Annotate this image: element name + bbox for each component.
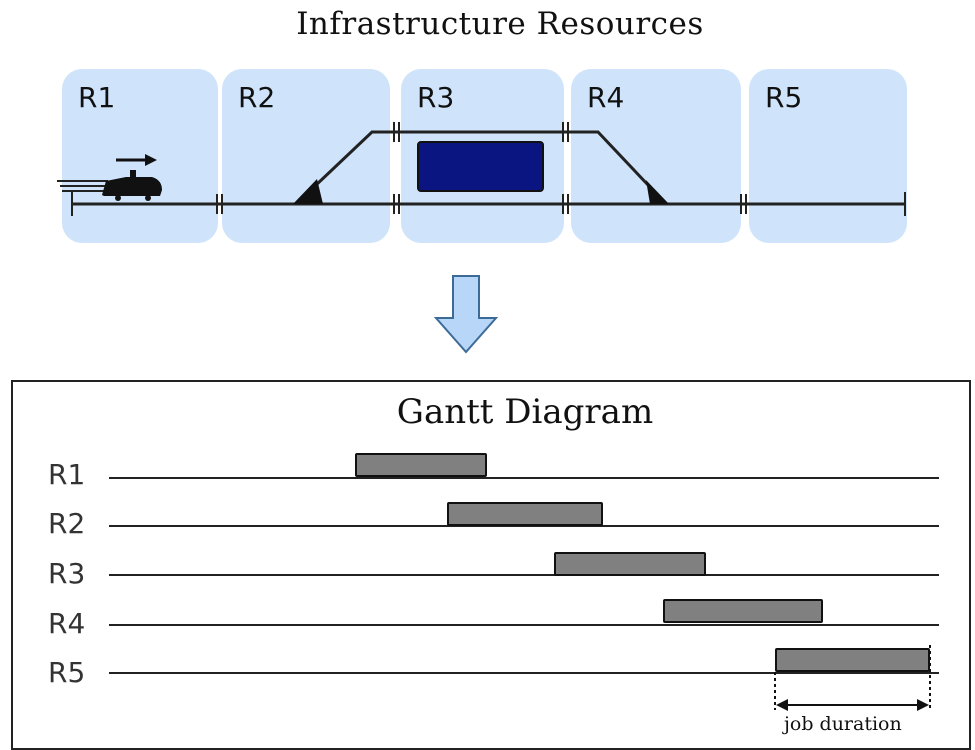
gantt-bar-r3 [554,552,706,576]
resource-label-r5: R5 [765,81,803,114]
resource-label-r3: R3 [417,81,455,114]
gantt-row-label-r4: R4 [48,607,86,640]
resource-block-r4: R4 [571,69,741,243]
occupied-block-icon [417,141,544,192]
gantt-row-label-r5: R5 [48,656,86,689]
switch-left-icon [293,179,323,204]
resource-block-r2: R2 [222,69,390,243]
direction-arrow-icon [116,154,157,166]
duration-arrow-left-icon [776,699,788,711]
gantt-axis-line-r2 [109,525,939,527]
gantt-axis-line-r4 [109,624,939,626]
gantt-title: Gantt Diagram [396,392,654,432]
gantt-axis-line-r3 [109,574,939,576]
resource-label-r1: R1 [78,81,116,114]
gantt-bar-r1 [355,453,487,477]
resource-block-r1: R1 [62,69,218,243]
resource-block-r5: R5 [749,69,907,243]
switch-right-icon [646,180,669,204]
gantt-bar-r4 [663,599,823,623]
train-icon [57,170,162,201]
infrastructure-title: Infrastructure Resources [296,6,704,42]
gantt-row-label-r1: R1 [48,458,86,491]
resource-label-r2: R2 [238,81,276,114]
gantt-row-label-r3: R3 [48,557,86,590]
job-duration-label: job duration [784,713,902,735]
siding-track [294,130,668,206]
gantt-row-label-r2: R2 [48,507,86,540]
resource-label-r4: R4 [587,81,625,114]
duration-arrow-right-icon [917,699,929,711]
gantt-bar-r2 [447,502,603,526]
gantt-axis-line-r1 [109,477,939,479]
gantt-axis-line-r5 [109,672,939,674]
gantt-chart-frame [11,380,971,750]
down-arrow-icon [433,275,499,354]
